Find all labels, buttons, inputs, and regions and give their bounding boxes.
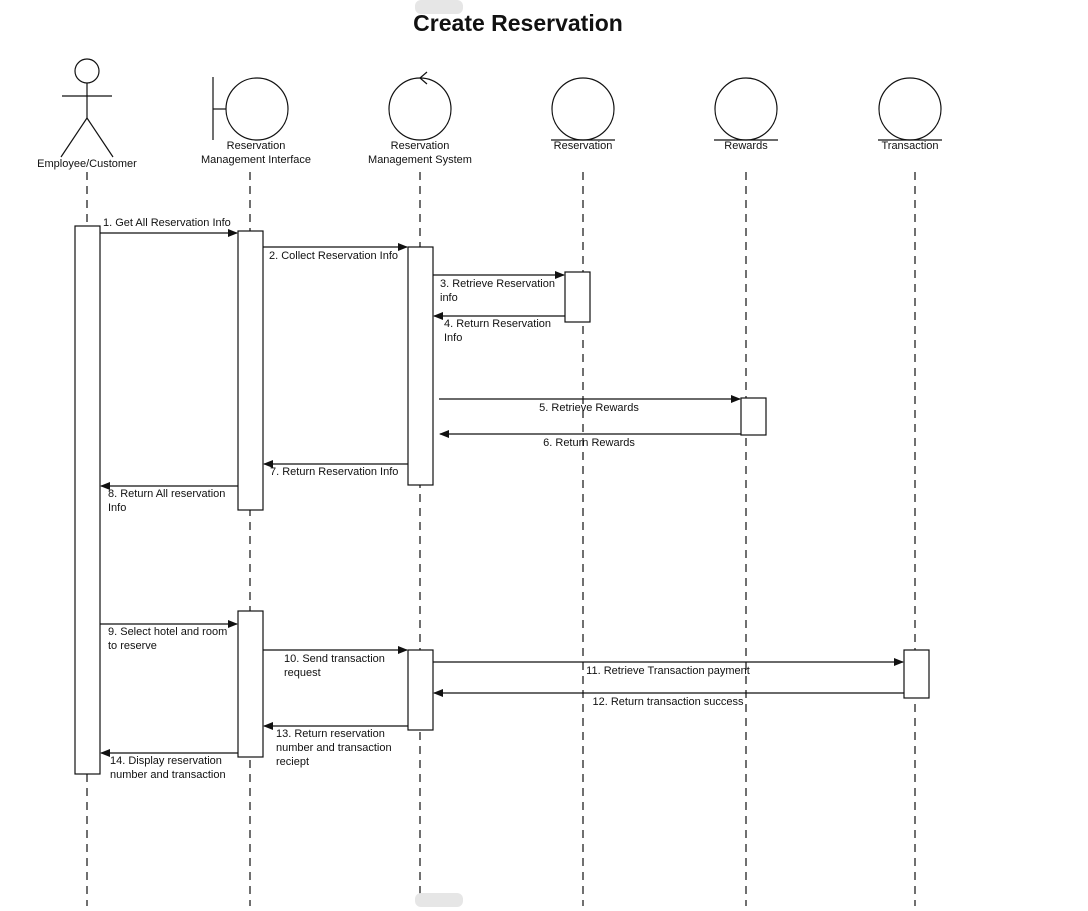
message-label-8: Info xyxy=(108,502,126,514)
activation-bar-rms xyxy=(407,649,434,731)
participant-label-rms: Reservation xyxy=(391,140,450,152)
diagram-title: Create Reservation xyxy=(413,10,623,36)
message-3[interactable]: 3. Retrieve Reservation info xyxy=(433,271,565,304)
message-label-13: number and transaction xyxy=(276,742,392,754)
message-label-4: Info xyxy=(444,332,462,344)
message-label-10: request xyxy=(284,667,321,679)
participant-label-rmi: Reservation xyxy=(227,140,286,152)
boundary-icon xyxy=(212,77,289,141)
activation-bar-actor xyxy=(74,225,101,775)
message-13[interactable]: 13. Return reservation number and transac… xyxy=(263,722,408,768)
message-6[interactable]: 6. Return Rewards xyxy=(439,430,741,449)
message-label-2: 2. Collect Reservation Info xyxy=(269,250,398,262)
top-resize-handle[interactable] xyxy=(415,0,463,14)
participant-label-rmi: Management Interface xyxy=(201,154,311,166)
actor-stick-figure-icon xyxy=(60,58,114,158)
message-label-5: 5. Retrieve Rewards xyxy=(539,402,639,414)
message-label-7: 7. Return Reservation Info xyxy=(270,466,398,478)
activation-bars-layer xyxy=(74,225,930,775)
bottom-resize-handle[interactable] xyxy=(415,893,463,907)
participant-rewards[interactable]: Rewards xyxy=(714,77,778,152)
message-14[interactable]: 14. Display reservation number and transa… xyxy=(100,749,238,781)
message-label-1: 1. Get All Reservation Info xyxy=(103,217,231,229)
message-label-13: 13. Return reservation xyxy=(276,728,385,740)
participant-actor[interactable]: Employee/Customer xyxy=(37,58,137,170)
message-label-9: to reserve xyxy=(108,640,157,652)
message-2[interactable]: 2. Collect Reservation Info xyxy=(263,243,408,262)
message-11[interactable]: 11. Retrieve Transaction payment xyxy=(433,658,904,677)
activation-bar-transaction xyxy=(903,649,930,699)
message-label-4: 4. Return Reservation xyxy=(444,318,551,330)
message-label-9: 9. Select hotel and room xyxy=(108,626,227,638)
activation-bar-reservation xyxy=(564,271,591,323)
activation-bar-rewards xyxy=(740,397,767,436)
message-5[interactable]: 5. Retrieve Rewards xyxy=(439,395,741,414)
message-label-3: info xyxy=(440,292,458,304)
participant-reservation[interactable]: Reservation xyxy=(551,77,615,152)
participant-transaction[interactable]: Transaction xyxy=(878,77,942,152)
activation-bar-rmi xyxy=(237,230,264,511)
message-label-8: 8. Return All reservation xyxy=(108,488,225,500)
participant-label-actor: Employee/Customer xyxy=(37,158,137,170)
message-10[interactable]: 10. Send transaction request xyxy=(263,646,408,679)
messages-layer: 1. Get All Reservation Info 2. Collect Re… xyxy=(100,217,904,781)
message-label-14: number and transaction xyxy=(110,769,226,781)
message-label-6: 6. Return Rewards xyxy=(543,437,635,449)
message-12[interactable]: 12. Return transaction success xyxy=(433,689,904,708)
message-label-13: reciept xyxy=(276,756,309,768)
message-label-14: 14. Display reservation xyxy=(110,755,222,767)
message-1[interactable]: 1. Get All Reservation Info xyxy=(100,217,238,237)
participant-label-rewards: Rewards xyxy=(724,140,768,152)
message-label-3: 3. Retrieve Reservation xyxy=(440,278,555,290)
message-label-11: 11. Retrieve Transaction payment xyxy=(586,665,750,677)
message-7[interactable]: 7. Return Reservation Info xyxy=(263,460,408,478)
entity-icon xyxy=(714,77,778,141)
entity-icon xyxy=(551,77,615,141)
participant-label-reservation: Reservation xyxy=(554,140,613,152)
participant-label-transaction: Transaction xyxy=(881,140,938,152)
activation-bar-rms xyxy=(407,246,434,486)
activation-bar-rmi xyxy=(237,610,264,758)
message-label-10: 10. Send transaction xyxy=(284,653,385,665)
entity-icon xyxy=(878,77,942,141)
participant-label-rms: Management System xyxy=(368,154,472,166)
message-9[interactable]: 9. Select hotel and room to reserve xyxy=(100,620,238,652)
message-label-12: 12. Return transaction success xyxy=(592,696,744,708)
control-icon xyxy=(388,71,452,141)
